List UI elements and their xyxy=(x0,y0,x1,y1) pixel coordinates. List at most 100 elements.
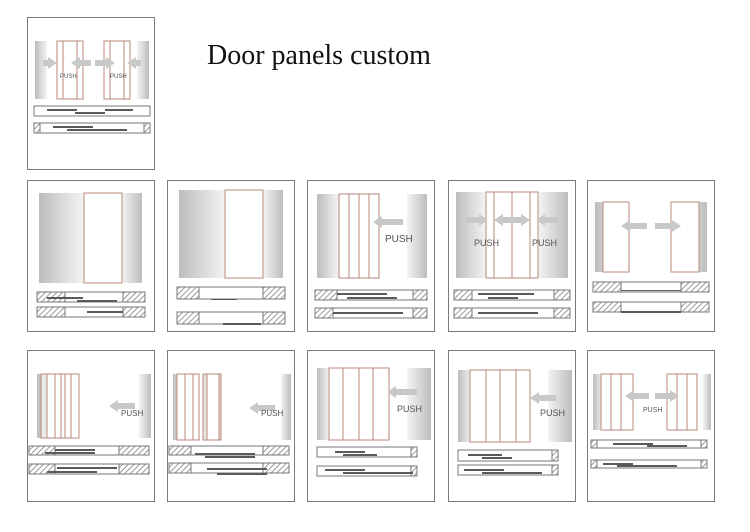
hatched-track-icon xyxy=(262,286,286,300)
hatched-track-icon xyxy=(551,464,559,476)
hatched-track-icon xyxy=(36,306,66,318)
track-rail xyxy=(621,290,681,291)
push-arrow-icon xyxy=(127,57,141,69)
door-card-stack-left-a-drawing: PUSH xyxy=(28,373,151,475)
wall-right xyxy=(703,374,711,430)
track-rail xyxy=(488,297,518,299)
hatched-track-icon xyxy=(553,307,571,319)
door-card-single-center xyxy=(167,180,295,332)
track-rail xyxy=(67,129,127,131)
door-card-overview: PUSH PUSH xyxy=(27,17,155,170)
door-card-overview-drawing: PUSH PUSH xyxy=(33,40,151,134)
door-card-three-panel-push: PUSH xyxy=(307,180,435,332)
door-panel xyxy=(670,201,700,273)
door-panel xyxy=(46,373,68,439)
track-rail xyxy=(343,472,413,474)
track-rail xyxy=(478,293,534,295)
push-label: PUSH xyxy=(110,74,127,80)
track-rail xyxy=(53,126,93,128)
track-rail xyxy=(45,452,95,454)
push-label: PUSH xyxy=(532,238,557,248)
track-rail xyxy=(47,471,97,473)
track-rail xyxy=(47,297,83,299)
door-card-center-split: PUSH PUSH xyxy=(448,180,576,332)
push-arrow-icon xyxy=(621,220,647,232)
push-label: PUSH xyxy=(121,409,143,418)
wall-right xyxy=(407,368,431,440)
hatched-track-icon xyxy=(700,459,708,469)
wall-right xyxy=(407,194,427,278)
track-outline xyxy=(33,105,151,117)
door-card-four-panel-a: PUSH xyxy=(307,350,435,502)
hatched-track-icon xyxy=(143,122,151,134)
track-rail xyxy=(217,473,267,475)
track-rail xyxy=(347,297,397,299)
push-label: PUSH xyxy=(474,238,499,248)
hatched-track-icon xyxy=(590,459,598,469)
push-arrow-icon xyxy=(71,57,91,69)
hatched-track-icon xyxy=(168,445,192,456)
door-panel xyxy=(83,192,123,284)
track-rail xyxy=(77,300,117,302)
hatched-track-icon xyxy=(412,307,428,319)
hatched-track-icon xyxy=(314,307,334,319)
track-rail xyxy=(343,454,377,456)
hatched-track-icon xyxy=(700,439,708,449)
push-label: PUSH xyxy=(643,407,662,414)
wall-right xyxy=(137,41,149,99)
door-card-center-split-drawing: PUSH PUSH xyxy=(453,191,571,319)
wall-right xyxy=(263,190,283,278)
door-panel xyxy=(206,373,220,441)
track-rail xyxy=(647,445,687,447)
hatched-track-icon xyxy=(118,445,150,456)
track-rail xyxy=(335,451,365,453)
track-rail xyxy=(205,456,255,458)
track-rail xyxy=(603,463,633,465)
door-card-bi-part-multi-drawing: PUSH xyxy=(590,373,711,469)
push-arrow-icon xyxy=(373,216,403,228)
push-label: PUSH xyxy=(60,74,77,80)
door-panel xyxy=(184,373,200,441)
wall-left xyxy=(39,193,84,283)
push-arrow-icon xyxy=(387,386,417,398)
track-rail xyxy=(195,453,255,455)
track-rail xyxy=(75,112,105,114)
track-rail xyxy=(482,472,542,474)
hatched-track-icon xyxy=(262,311,286,325)
hatched-track-icon xyxy=(262,445,290,456)
push-arrow-icon xyxy=(494,214,512,226)
door-panel xyxy=(224,189,264,279)
track-rail xyxy=(468,454,502,456)
door-card-four-panel-b-drawing: PUSH xyxy=(457,369,572,476)
hatched-track-icon xyxy=(168,462,192,474)
hatched-track-icon xyxy=(314,289,338,301)
door-panel xyxy=(666,373,698,431)
push-label: PUSH xyxy=(397,404,422,414)
track-rail xyxy=(478,312,538,314)
track-rail xyxy=(55,449,95,451)
door-card-bi-part xyxy=(587,180,715,332)
track-rail xyxy=(223,323,261,325)
push-arrow-icon xyxy=(109,400,135,412)
push-label: PUSH xyxy=(261,409,283,418)
push-arrow-icon xyxy=(655,390,679,402)
door-card-single-center-drawing xyxy=(176,189,286,325)
wall-left xyxy=(593,374,603,430)
track-rail xyxy=(87,311,123,313)
hatched-track-icon xyxy=(680,281,710,293)
push-arrow-icon xyxy=(625,390,649,402)
hatched-track-icon xyxy=(118,463,150,475)
push-arrow-icon xyxy=(466,214,488,226)
wall-right xyxy=(281,374,291,440)
track-rail xyxy=(337,293,387,295)
door-card-single-left-drawing xyxy=(36,192,146,318)
wall-right xyxy=(538,192,568,278)
push-label: PUSH xyxy=(385,234,413,245)
hatched-track-icon xyxy=(680,301,710,313)
hatched-track-icon xyxy=(453,289,473,301)
door-card-three-panel-push-drawing: PUSH xyxy=(314,193,428,319)
hatched-track-icon xyxy=(176,311,200,325)
door-card-four-panel-b: PUSH xyxy=(448,350,576,502)
wall-left xyxy=(456,192,486,278)
